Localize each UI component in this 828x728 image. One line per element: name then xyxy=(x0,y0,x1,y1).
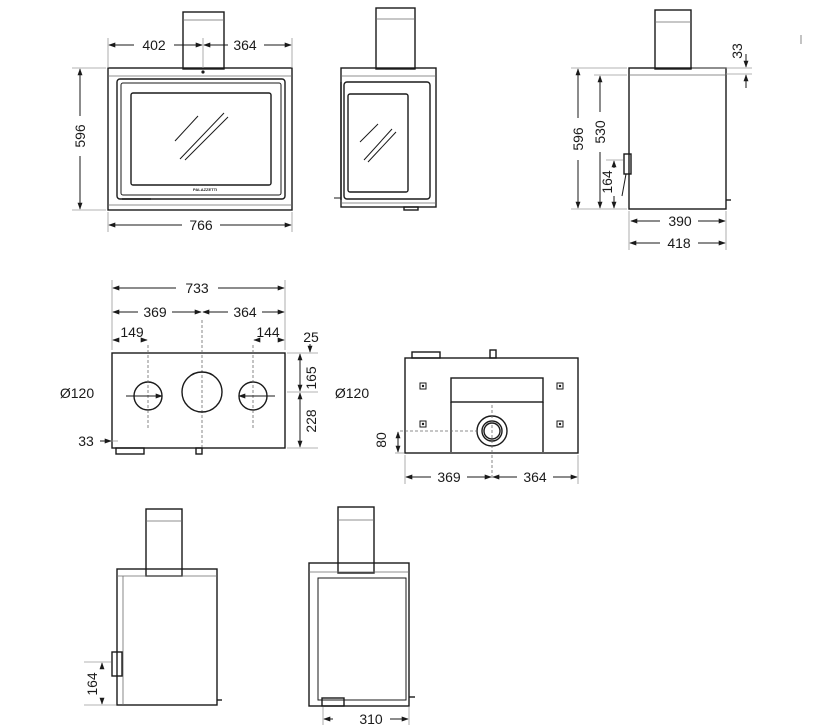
dim-top-25: 25 xyxy=(303,329,319,345)
side-view-left: 164 xyxy=(84,508,222,706)
left-body xyxy=(116,568,218,706)
closed-body xyxy=(308,562,410,707)
dim-top-33: 33 xyxy=(78,433,94,449)
top-body xyxy=(111,352,286,449)
dim-top-d120-left: Ø120 xyxy=(60,385,94,401)
left-handle xyxy=(111,651,123,677)
angled-flue xyxy=(375,7,416,70)
dim-front-596: 596 xyxy=(72,124,88,148)
angled-glass xyxy=(347,93,409,193)
dim-rear-364: 364 xyxy=(523,469,547,485)
brand-label: PALAZZETTI xyxy=(193,187,217,192)
front-view: PALAZZETTI 402 364 596 766 xyxy=(72,11,293,233)
front-door xyxy=(116,78,286,200)
side-body xyxy=(628,67,727,210)
side-handle xyxy=(623,153,632,175)
angled-body xyxy=(340,67,437,208)
dim-side-530: 530 xyxy=(592,120,608,144)
dim-closed-310: 310 xyxy=(359,711,383,727)
dim-top-733: 733 xyxy=(185,280,209,296)
dim-top-144: 144 xyxy=(256,324,280,340)
dim-front-402: 402 xyxy=(142,37,166,53)
side-view-closed: 310 xyxy=(308,506,415,727)
angled-view xyxy=(334,7,437,211)
dim-top-165: 165 xyxy=(303,366,319,390)
side-view-right: 33 596 530 164 390 418 xyxy=(570,9,752,251)
dim-rear-369: 369 xyxy=(437,469,461,485)
rear-view: 80 369 364 xyxy=(373,349,579,485)
dim-side-33: 33 xyxy=(729,43,745,59)
front-top-dot xyxy=(201,70,205,74)
dim-top-369: 369 xyxy=(143,304,167,320)
closed-flue xyxy=(337,506,375,574)
dim-front-364: 364 xyxy=(233,37,257,53)
dim-top-d120-right: Ø120 xyxy=(335,385,369,401)
dim-front-766: 766 xyxy=(189,217,213,233)
dim-side-596: 596 xyxy=(570,127,586,151)
dim-top-149: 149 xyxy=(120,324,144,340)
top-view: 733 369 364 149 144 25 165 228 Ø120 Ø120… xyxy=(60,280,369,455)
dim-side-390: 390 xyxy=(668,213,692,229)
rear-vent xyxy=(450,377,544,403)
dim-top-228: 228 xyxy=(303,409,319,433)
dim-left-164: 164 xyxy=(84,672,100,696)
top-center-hole xyxy=(181,371,223,413)
closed-panel xyxy=(317,577,407,701)
dim-top-364: 364 xyxy=(233,304,257,320)
angled-door xyxy=(343,81,431,200)
front-glass xyxy=(130,92,272,186)
dim-side-418: 418 xyxy=(667,235,691,251)
dim-side-164: 164 xyxy=(599,170,615,194)
side-flue xyxy=(654,9,692,70)
left-flue xyxy=(145,508,183,577)
dim-rear-80: 80 xyxy=(373,432,389,448)
front-body xyxy=(107,67,293,211)
front-flue xyxy=(182,11,225,70)
